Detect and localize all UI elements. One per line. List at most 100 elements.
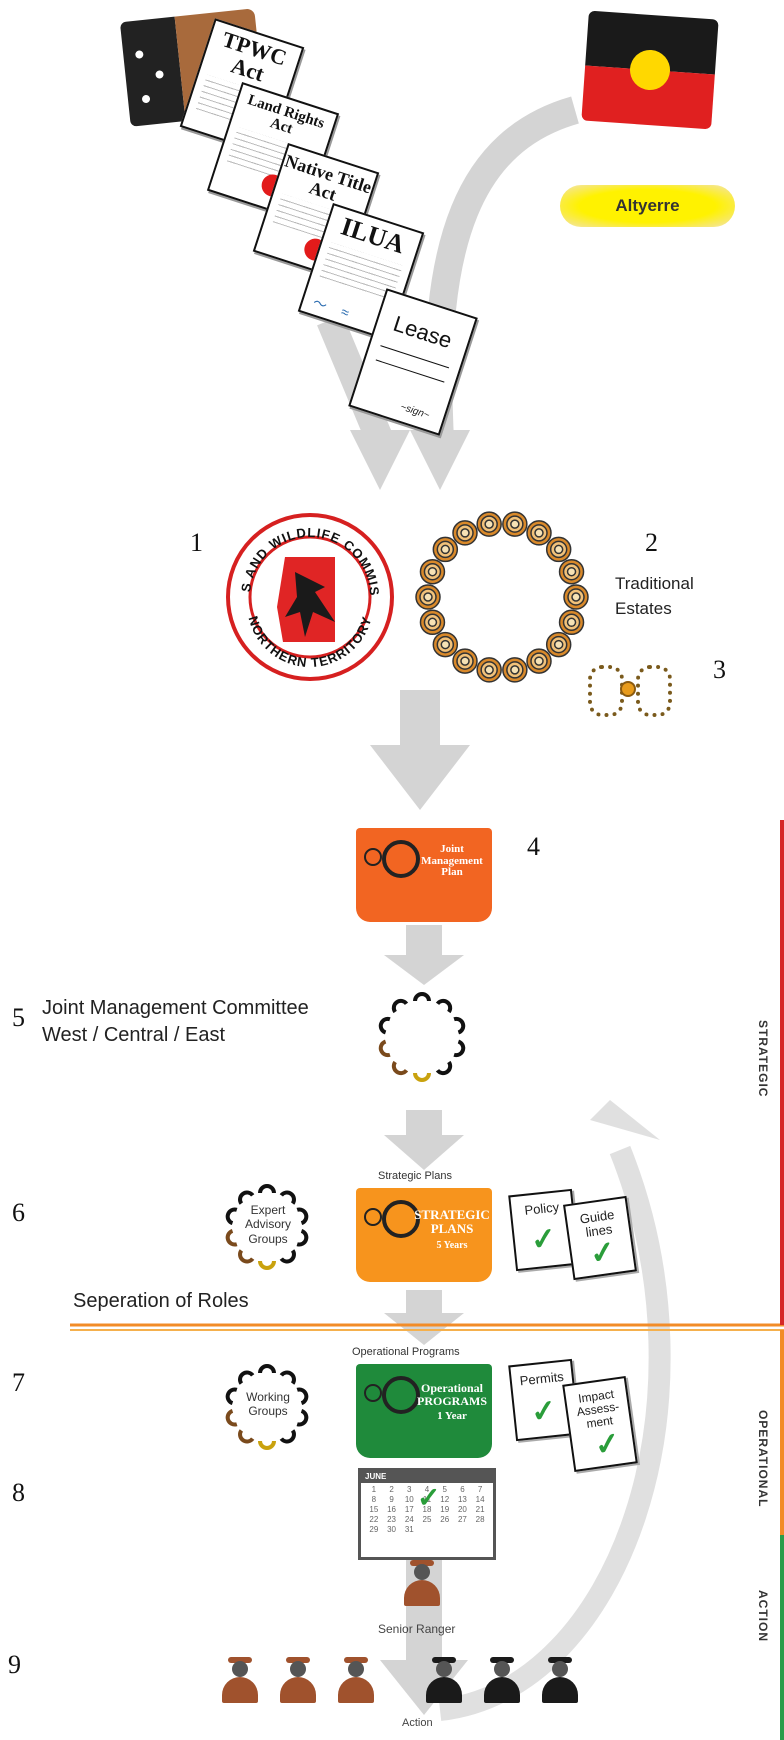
- altyerre-label: Altyerre: [615, 196, 680, 215]
- ranger-icon: [218, 1655, 262, 1703]
- jmp-book-title: Joint Management Plan: [421, 843, 483, 879]
- check-icon: ✓: [417, 1482, 441, 1513]
- person-seat-icon: [435, 1060, 453, 1076]
- ranger-icon: [538, 1655, 582, 1703]
- person-seat-icon: [258, 1184, 276, 1194]
- person-seat-icon: [258, 1440, 276, 1450]
- estate-circle-icon: [476, 657, 502, 683]
- estate-circle-icon: [502, 511, 528, 537]
- estate-circle-icon: [415, 584, 441, 610]
- estate-circle-icon: [526, 648, 552, 674]
- estate-circle-icon: [545, 536, 572, 563]
- person-seat-icon: [279, 1429, 296, 1444]
- ranger-icon: [422, 1655, 466, 1703]
- person-seat-icon: [238, 1370, 255, 1385]
- estate-circle-icon: [419, 558, 446, 585]
- doc-lease-title: Lease: [390, 310, 456, 354]
- side-label-strategic: STRATEGIC: [756, 1020, 770, 1098]
- joint-management-plan-book: Joint Management Plan: [356, 828, 492, 922]
- person-seat-icon: [279, 1370, 296, 1385]
- calendar-day: 28: [475, 1515, 485, 1524]
- calendar-day: 25: [422, 1515, 432, 1524]
- estate-circle-icon: [558, 558, 585, 585]
- calendar-day: 31: [404, 1525, 414, 1534]
- calendar-day: 23: [387, 1515, 397, 1524]
- person-seat-icon: [279, 1249, 296, 1264]
- estate-circle-icon: [558, 609, 585, 636]
- committee-circle-icon: [378, 992, 466, 1082]
- calendar-day: 1: [371, 1485, 377, 1494]
- senior-ranger-label: Senior Ranger: [378, 1622, 456, 1636]
- calendar-day: 22: [369, 1515, 379, 1524]
- strategic-book-line2: PLANS: [430, 1220, 474, 1236]
- ranger-icon: [276, 1655, 320, 1703]
- person-seat-icon: [296, 1207, 309, 1226]
- step-number-1: 1: [190, 528, 203, 557]
- step-number-2: 2: [645, 528, 658, 557]
- strategic-plans-heading: Strategic Plans: [378, 1170, 452, 1182]
- step-number-4: 4: [527, 832, 540, 861]
- ranger-icon: [480, 1655, 524, 1703]
- person-seat-icon: [279, 1190, 296, 1205]
- calendar-day: 7: [477, 1485, 483, 1494]
- traditional-estates-label: Traditional Estates: [615, 572, 710, 621]
- estate-circle-icon: [545, 631, 572, 658]
- estate-circle-icon: [476, 511, 502, 537]
- estate-circle-icon: [526, 520, 552, 546]
- calendar-day: 21: [475, 1505, 485, 1514]
- ranger-icon: [400, 1558, 444, 1606]
- person-seat-icon: [238, 1190, 255, 1205]
- advisory-groups-label: Expert Advisory Groups: [244, 1203, 291, 1246]
- estate-circle-icon: [502, 657, 528, 683]
- committee-label: Joint Management Committee West / Centra…: [42, 995, 309, 1049]
- altyerre-curve-arrow: [424, 96, 580, 441]
- senior-ranger-icon: [400, 1558, 450, 1616]
- calendar-day: 14: [475, 1495, 485, 1504]
- strategic-book-line1: STRATEGIC: [414, 1207, 490, 1222]
- rangers-row: [218, 1655, 638, 1705]
- ranger-icon: [334, 1655, 378, 1703]
- guidelines-card: Guide lines ✓: [563, 1195, 637, 1281]
- person-seat-icon: [296, 1387, 309, 1406]
- documents-stream-arrow: [317, 314, 393, 446]
- operational-programs-book: Operational PROGRAMS 1 Year: [356, 1364, 492, 1458]
- calendar-day: 16: [387, 1505, 397, 1514]
- check-icon: ✓: [529, 1221, 558, 1258]
- calendar-day: 12: [440, 1495, 450, 1504]
- committee-line2: West / Central / East: [42, 1024, 226, 1046]
- calendar-day: 26: [440, 1515, 450, 1524]
- family-group-icon: [588, 655, 672, 717]
- person-seat-icon: [378, 1039, 391, 1058]
- calendar-day: 9: [389, 1495, 394, 1504]
- person-seat-icon: [453, 1016, 466, 1035]
- side-label-action: ACTION: [756, 1590, 770, 1642]
- calendar-day: 5: [442, 1485, 447, 1494]
- person-seat-icon: [238, 1429, 255, 1444]
- parks-wildlife-emblem: PARKS AND WILDLIFE COMMISSION NORTHERN T…: [219, 500, 395, 682]
- person-seat-icon: [225, 1207, 238, 1226]
- feedback-arrow-head: [590, 1100, 660, 1140]
- check-icon: ✓: [592, 1426, 623, 1463]
- calendar-day: 3: [407, 1485, 412, 1494]
- person-seat-icon: [413, 992, 431, 1002]
- step-number-6: 6: [12, 1198, 25, 1227]
- side-label-operational: OPERATIONAL: [756, 1410, 770, 1508]
- impact-assessment-card: Impact Assess- ment ✓: [562, 1375, 638, 1473]
- calendar-day: 2: [389, 1485, 394, 1494]
- estate-circle-icon: [419, 609, 446, 636]
- strategic-book-line3: 5 Years: [436, 1240, 468, 1252]
- calendar-day: 4: [424, 1485, 430, 1494]
- arrow-head-2: [384, 955, 464, 985]
- calendar-day: 15: [369, 1505, 379, 1514]
- arrow-shaft-1: [400, 690, 440, 750]
- traditional-estates-ring-icon: [415, 511, 589, 683]
- person-seat-icon: [378, 1016, 391, 1035]
- estate-circle-icon: [452, 520, 478, 546]
- emblem-svg: PARKS AND WILDLIFE COMMISSION NORTHERN T…: [219, 500, 394, 681]
- step-number-5: 5: [12, 1003, 25, 1032]
- operational-book-line2: PROGRAMS: [417, 1393, 487, 1408]
- estate-circle-icon: [432, 631, 459, 658]
- estate-circle-icon: [432, 536, 459, 563]
